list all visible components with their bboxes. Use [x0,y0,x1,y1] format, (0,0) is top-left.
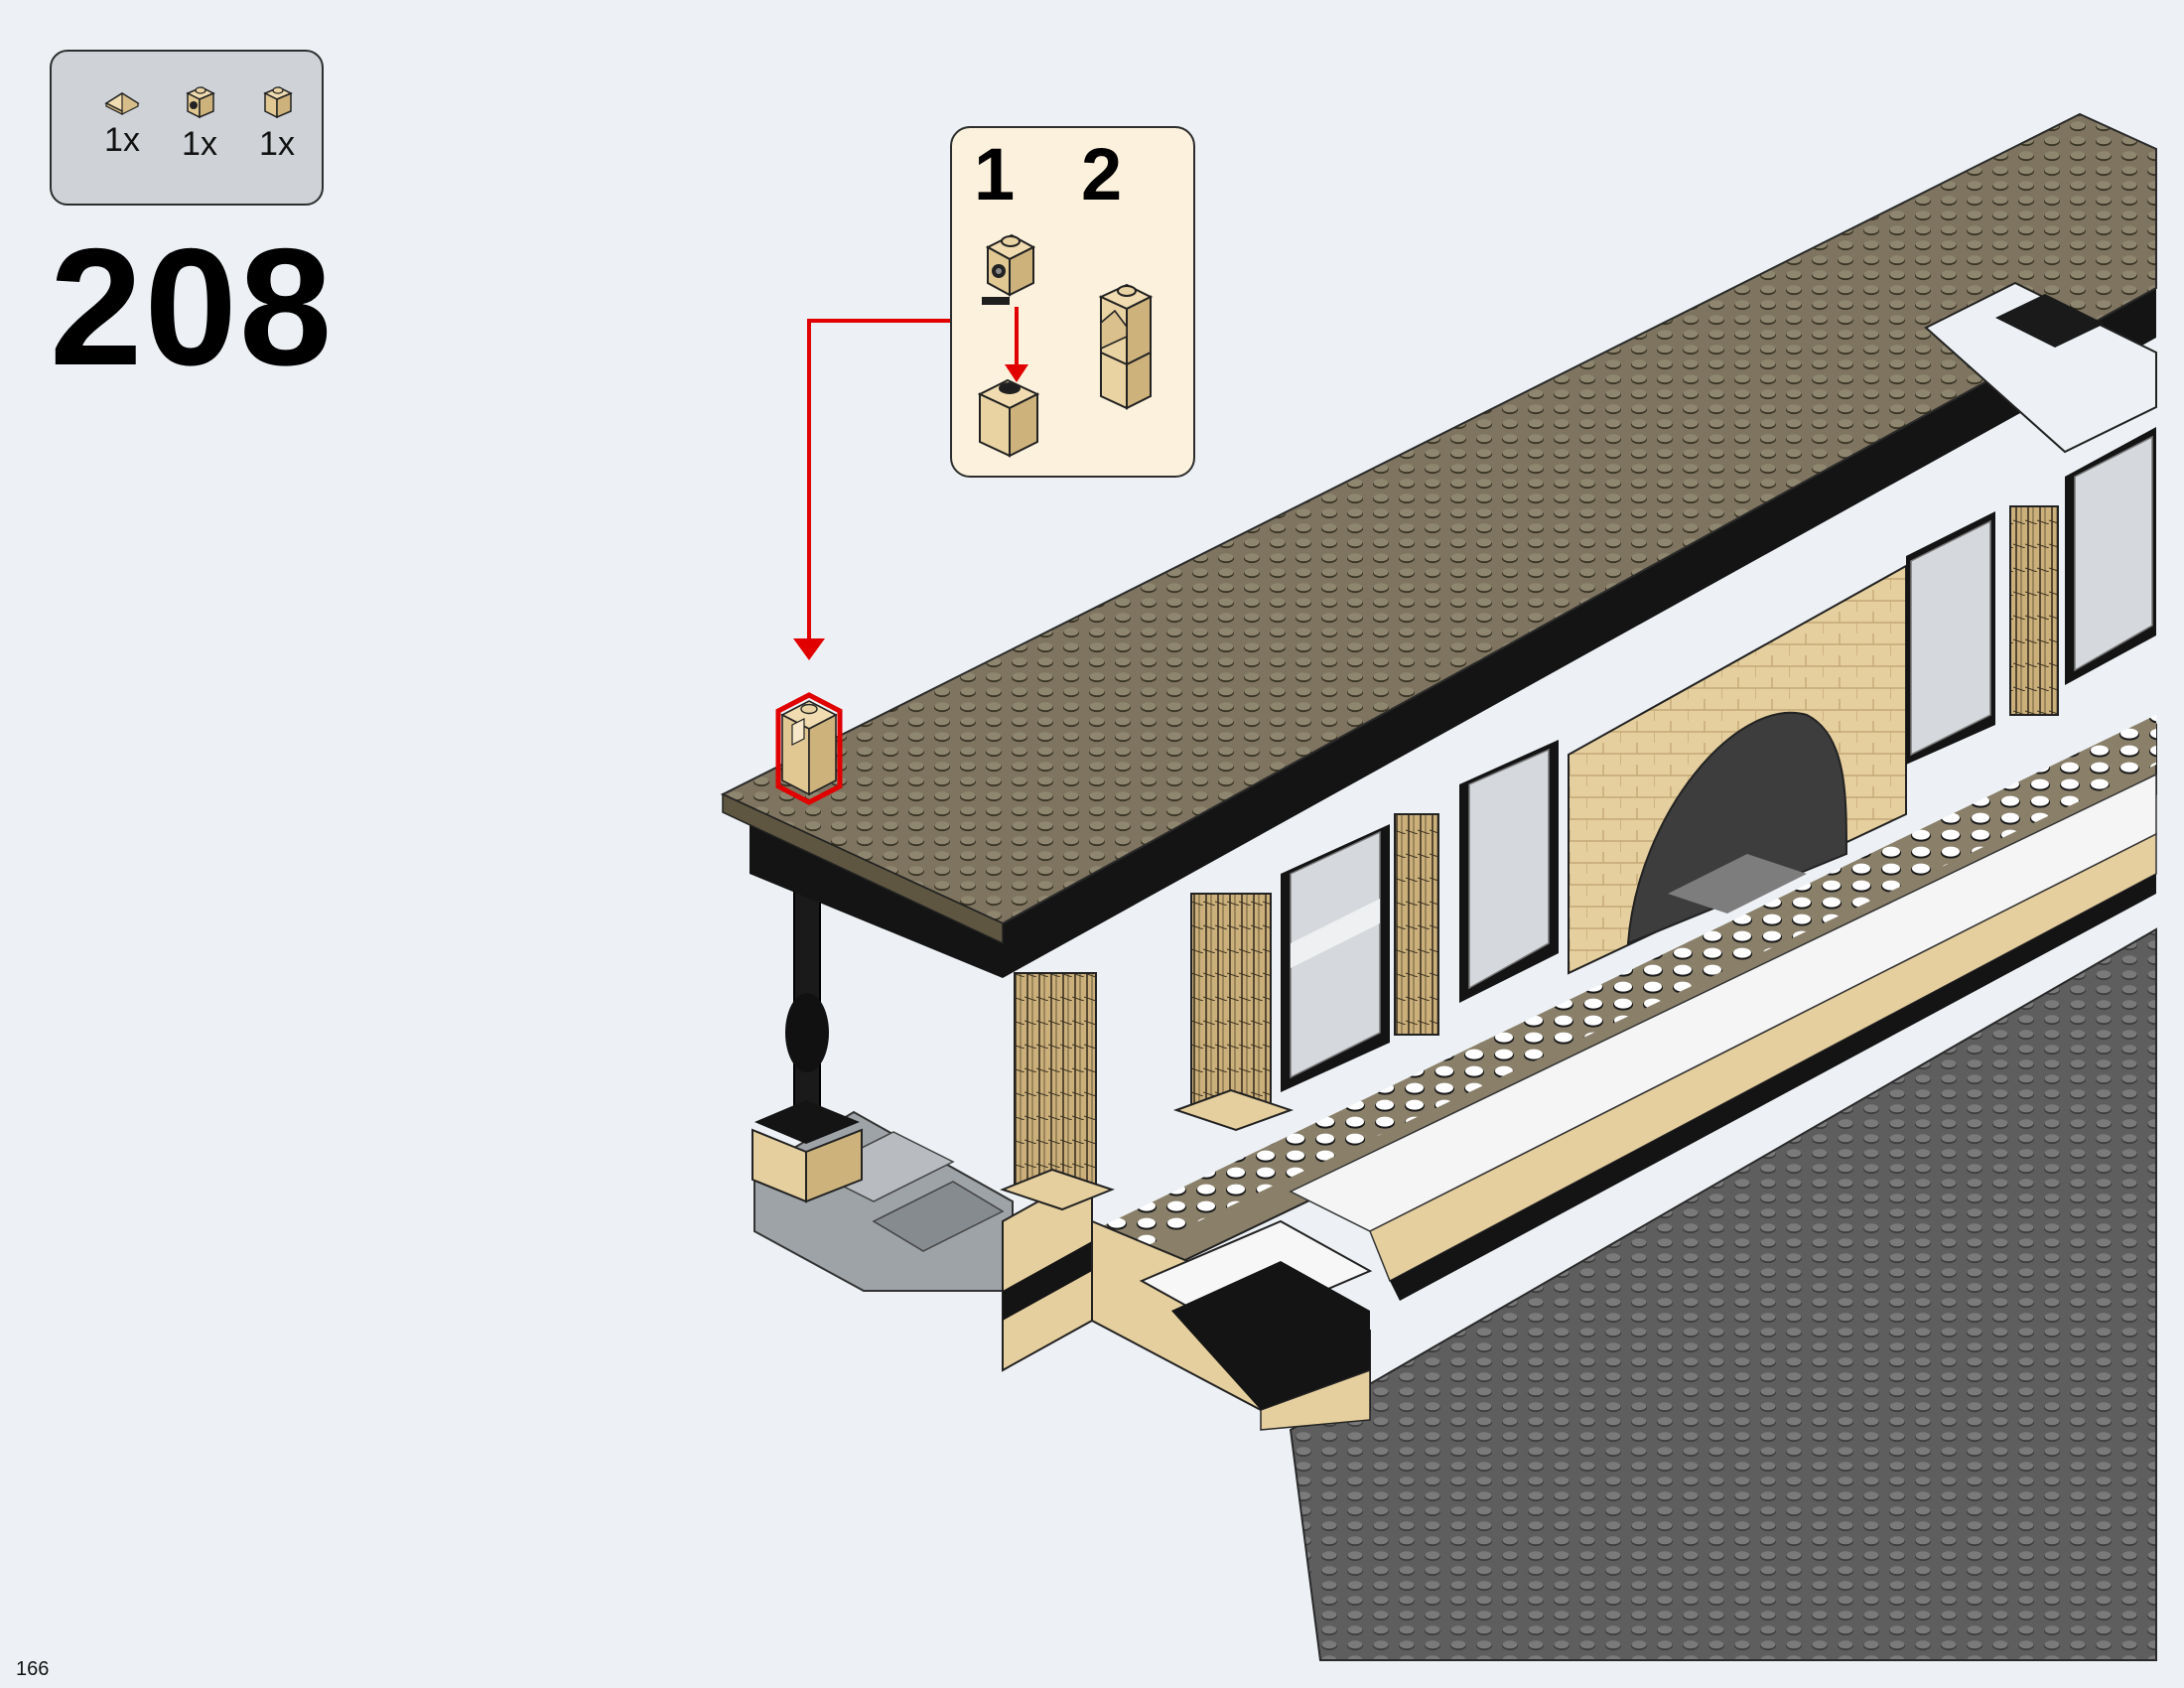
building-front-base [1002,1170,1373,1431]
front-sidewalk-strip [1079,715,2157,1301]
part-quantity: 1x [182,125,217,163]
substep-label-2: 2 [1081,133,1123,215]
sidewalk-tiles [753,1110,1014,1292]
part-1: 1x [87,81,157,160]
callout-connector-line [793,319,950,660]
tan-brick-1x1-icon [242,81,312,121]
ribbed-pillars [1000,505,2059,1211]
arrow-head-icon [793,638,825,660]
brown-roof-plate [720,112,2157,945]
windows [1281,427,2156,1092]
tan-brick-1x1-icon [977,378,1040,458]
highlighted-new-brick [775,692,843,805]
substep-callout-box: 1 2 [950,126,1195,478]
brick-with-stud-holder-icon [982,233,1036,305]
tile-slope-piece-icon [87,81,157,117]
black-lamp-post [751,863,863,1203]
part-3: 1x [242,81,312,164]
step-number: 208 [50,213,335,400]
grey-baseplate [1289,927,2157,1661]
part-2: 1x [165,81,234,164]
substep-label-1: 1 [974,133,1016,215]
combined-brick-assembly-icon [1098,283,1154,410]
part-quantity: 1x [259,125,295,163]
brick-with-stud-holder-icon [165,81,234,121]
page-number: 166 [16,1658,50,1680]
roof-fascia [750,288,2156,978]
part-quantity: 1x [104,121,140,159]
substep-illustration [977,233,1154,458]
tan-wall-with-arch [1568,564,1907,975]
arrow-head-icon [1005,364,1028,382]
parts-list-box: 1x 1x 1x [50,50,324,206]
